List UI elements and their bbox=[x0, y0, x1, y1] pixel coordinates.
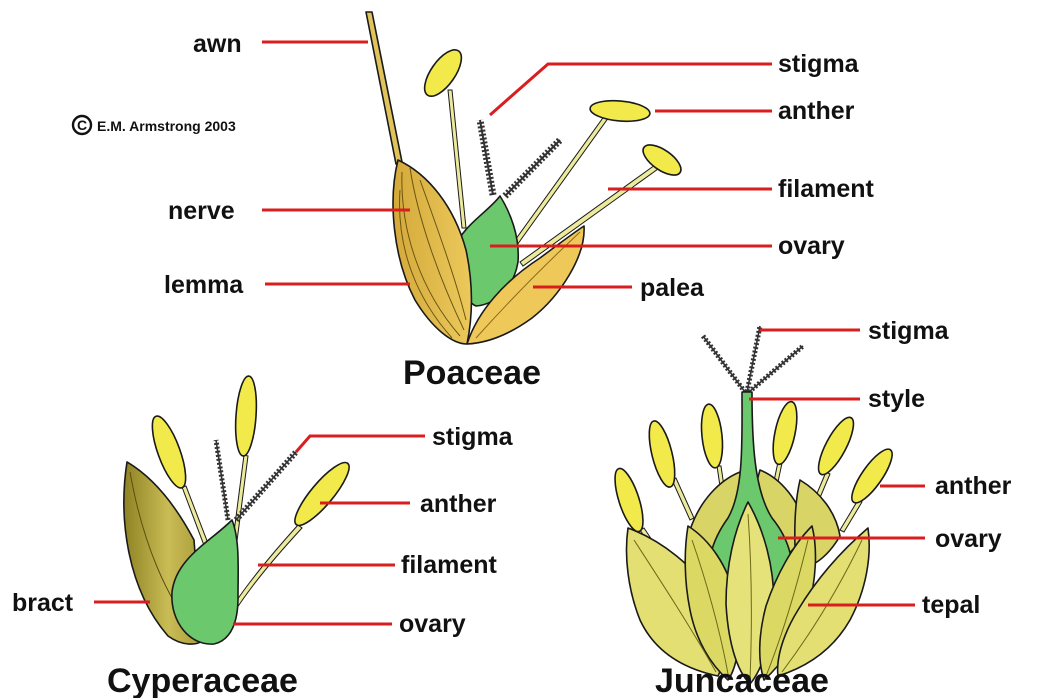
cyperaceae-anther-middle bbox=[233, 375, 259, 456]
poaceae-anther-middle bbox=[589, 98, 651, 123]
copyright-notice: C E.M. Armstrong 2003 bbox=[73, 116, 236, 134]
poaceae-stigma-feathery bbox=[480, 120, 560, 196]
cyperaceae-label-bract: bract bbox=[12, 589, 74, 617]
juncaceae-flower bbox=[609, 326, 898, 684]
juncaceae-anther-3 bbox=[699, 403, 726, 469]
cyperaceae-label-stigma: stigma bbox=[432, 423, 514, 451]
cyperaceae-title: Cyperaceae bbox=[107, 662, 298, 698]
cyperaceae-anther-right bbox=[288, 456, 356, 531]
cyperaceae-label-filament: filament bbox=[401, 551, 498, 579]
poaceae-label-anther: anther bbox=[778, 97, 855, 125]
poaceae-label-filament: filament bbox=[778, 175, 875, 203]
cyperaceae-label-ovary: ovary bbox=[399, 610, 466, 638]
poaceae-label-nerve: nerve bbox=[168, 197, 235, 225]
poaceae-title: Poaceae bbox=[403, 354, 541, 392]
poaceae-label-stigma: stigma bbox=[778, 50, 860, 78]
juncaceae-anther-5 bbox=[812, 413, 860, 479]
poaceae-anther-left bbox=[418, 44, 469, 102]
poaceae-label-lemma: lemma bbox=[164, 271, 244, 299]
poaceae-label-awn: awn bbox=[193, 30, 242, 58]
copyright-symbol: C bbox=[77, 117, 87, 133]
copyright-text: E.M. Armstrong 2003 bbox=[97, 118, 236, 134]
cyperaceae-label-anther: anther bbox=[420, 490, 497, 518]
cyperaceae-anther-left bbox=[146, 413, 193, 492]
juncaceae-label-stigma: stigma bbox=[868, 317, 950, 345]
juncaceae-anther-4 bbox=[769, 400, 802, 467]
juncaceae-title: Juncaceae bbox=[655, 662, 829, 698]
cyperaceae-stigma-feathery bbox=[216, 440, 296, 520]
juncaceae-anther-1 bbox=[609, 466, 648, 535]
cyperaceae-flower bbox=[124, 375, 356, 644]
poaceae-label-palea: palea bbox=[640, 274, 705, 302]
juncaceae-anther-6 bbox=[845, 444, 898, 508]
juncaceae-label-tepal: tepal bbox=[922, 591, 980, 619]
juncaceae-label-anther: anther bbox=[935, 472, 1012, 500]
juncaceae-stigma-feathery bbox=[703, 326, 803, 392]
poaceae-label-ovary: ovary bbox=[778, 232, 845, 260]
juncaceae-label-style: style bbox=[868, 385, 925, 413]
juncaceae-label-ovary: ovary bbox=[935, 525, 1002, 553]
poaceae-flower bbox=[366, 12, 686, 344]
awn-shape bbox=[366, 12, 402, 164]
juncaceae-anther-2 bbox=[644, 419, 680, 490]
